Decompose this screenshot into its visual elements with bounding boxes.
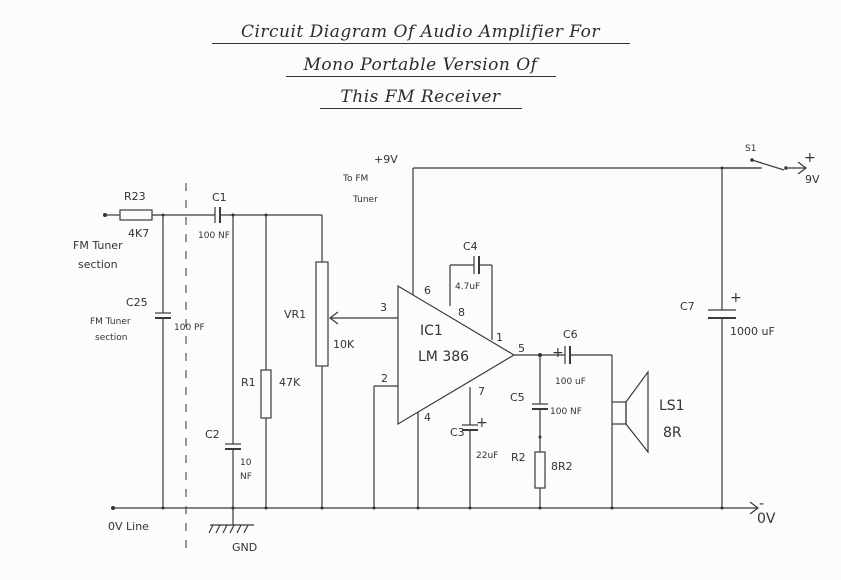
fm-tuner-label-2: FM Tuner bbox=[90, 317, 131, 327]
section-label-2: section bbox=[95, 333, 127, 343]
section-label-1: section bbox=[78, 258, 118, 271]
pin4-label: 4 bbox=[424, 411, 431, 424]
r2-value: 8R2 bbox=[551, 460, 573, 473]
pin6-label: 6 bbox=[424, 284, 431, 297]
pin8-label: 8 bbox=[458, 306, 465, 319]
pin3-label: 3 bbox=[380, 301, 387, 314]
c3-plus: + bbox=[476, 415, 488, 431]
c2-value-b: NF bbox=[240, 472, 252, 482]
c5-value: 100 NF bbox=[550, 407, 582, 417]
ground-rail bbox=[111, 501, 759, 534]
r1-label: R1 bbox=[241, 376, 256, 389]
r23-value: 4K7 bbox=[128, 227, 149, 240]
c2-label: C2 bbox=[205, 428, 220, 441]
capacitor-c2 bbox=[225, 443, 241, 508]
pin7-label: 7 bbox=[478, 385, 485, 398]
nine-v-label: 9V bbox=[805, 173, 820, 186]
s1-plus-label: + bbox=[804, 150, 816, 166]
title-text-3: This FM Receiver bbox=[319, 87, 522, 109]
c7-plus: + bbox=[730, 290, 742, 306]
c25-label: C25 bbox=[126, 296, 148, 309]
input-wiring bbox=[103, 207, 323, 508]
s1-label: S1 bbox=[745, 144, 756, 154]
supply-rail bbox=[413, 166, 762, 170]
plus9v-top-label: +9V bbox=[374, 153, 398, 166]
resistor-r1 bbox=[260, 369, 272, 508]
pin5-label: 5 bbox=[518, 342, 525, 355]
c2-value-a: 10 bbox=[240, 458, 252, 468]
c25-value: 100 PF bbox=[174, 323, 205, 333]
ic1-label: IC1 bbox=[420, 323, 443, 339]
potentiometer-vr1 bbox=[315, 261, 398, 508]
c1-value: 100 NF bbox=[198, 231, 230, 241]
c7-value: 1000 uF bbox=[730, 325, 775, 338]
title-line-3: This FM Receiver bbox=[0, 87, 841, 109]
switch-s1 bbox=[722, 158, 807, 175]
c5-label: C5 bbox=[510, 391, 525, 404]
ls1-value: 8R bbox=[663, 425, 682, 441]
c4-value: 4.7uF bbox=[455, 282, 480, 292]
r2-label: R2 bbox=[511, 451, 526, 464]
ov-label: 0V bbox=[757, 511, 776, 527]
c7-label: C7 bbox=[680, 300, 695, 313]
title-line-2: Mono Portable Version Of bbox=[0, 55, 841, 77]
c3-value: 22uF bbox=[476, 451, 498, 461]
to-fm-label: To FM bbox=[342, 174, 368, 184]
fm-tuner-label-1: FM Tuner bbox=[73, 239, 123, 252]
c1-label: C1 bbox=[212, 191, 227, 204]
r23-label: R23 bbox=[124, 190, 146, 203]
title-text-2: Mono Portable Version Of bbox=[285, 55, 556, 77]
r1-value: 47K bbox=[279, 376, 301, 389]
title-text-1: Circuit Diagram Of Audio Amplifier For bbox=[211, 22, 630, 44]
pin2-label: 2 bbox=[381, 372, 388, 385]
c6-plus: + bbox=[552, 345, 564, 361]
title-line-1: Circuit Diagram Of Audio Amplifier For bbox=[0, 22, 841, 44]
ov-minus: - bbox=[759, 496, 764, 512]
ic1-amplifier bbox=[373, 168, 565, 508]
tuner-label: Tuner bbox=[352, 195, 378, 205]
ov-line-label: 0V Line bbox=[108, 520, 149, 533]
output-wiring bbox=[532, 168, 736, 508]
gnd-label: GND bbox=[232, 541, 257, 554]
pin1-label: 1 bbox=[496, 331, 503, 344]
c3-label: C3 bbox=[450, 426, 465, 439]
ic1-part: LM 386 bbox=[418, 349, 469, 365]
c4-label: C4 bbox=[463, 240, 478, 253]
c6-label: C6 bbox=[563, 328, 578, 341]
vr1-label: VR1 bbox=[284, 308, 306, 321]
c6-value: 100 uF bbox=[555, 377, 586, 387]
vr1-value: 10K bbox=[333, 338, 355, 351]
ls1-label: LS1 bbox=[659, 398, 685, 414]
